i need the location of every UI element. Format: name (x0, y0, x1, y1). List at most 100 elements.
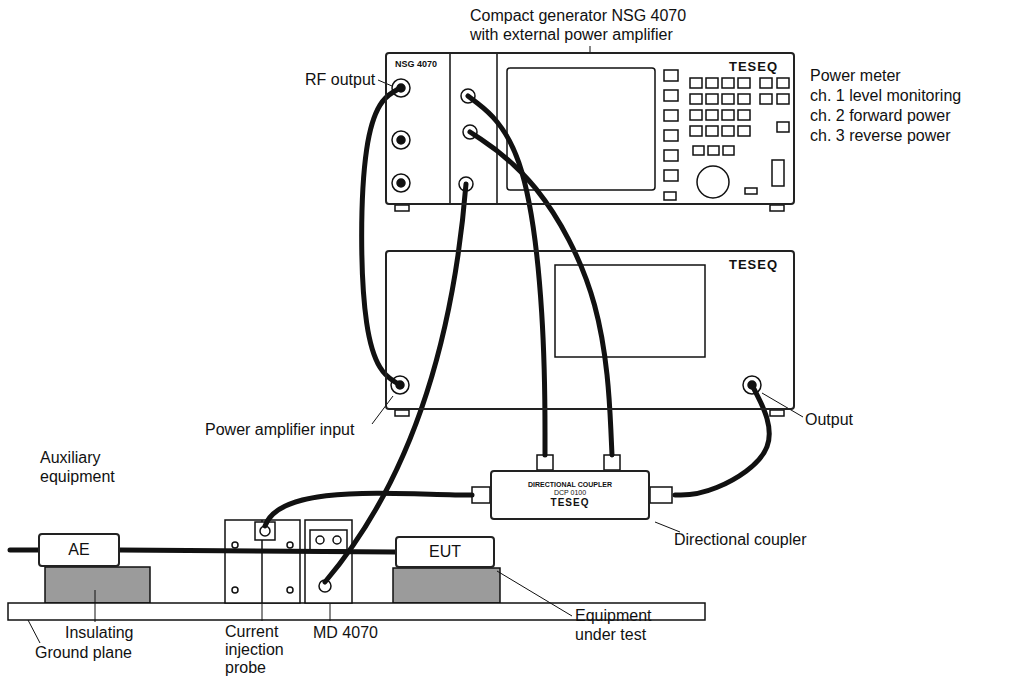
soft-key (664, 150, 678, 161)
directional-coupler: DIRECTIONAL COUPLERDCP 0100TESEQ (490, 470, 650, 520)
leader-line (762, 393, 803, 417)
leader-line (655, 522, 680, 532)
callout-label: Power amplifier input (205, 420, 354, 439)
panel-divider (449, 52, 451, 205)
box-label: EUT (429, 543, 461, 561)
cable (10, 548, 38, 553)
leader-line (262, 604, 263, 621)
eut-box: EUT (395, 536, 495, 568)
keypad-key (690, 78, 702, 88)
device-title: DIRECTIONAL COUPLER (528, 481, 612, 489)
rotary-knob (697, 166, 729, 198)
callout-label: Current injection probe (225, 623, 305, 677)
coupler-connector (472, 487, 490, 503)
callout-label: Output (805, 410, 853, 429)
jack (397, 136, 405, 144)
jack (397, 179, 405, 187)
box-label: AE (68, 541, 89, 559)
monitoring-screw (333, 536, 341, 544)
probe-screw (287, 542, 293, 548)
usb-port (745, 188, 757, 194)
monitoring-screw (316, 536, 324, 544)
probe-screw (232, 542, 238, 548)
signal-generator: NSG 4070 TESEQ (385, 52, 795, 205)
function-key (723, 146, 734, 155)
channel-note: ch. 3 reverse power (810, 126, 951, 145)
brand-logo: TESEQ (729, 258, 778, 273)
channel-note: ch. 2 forward power (810, 106, 951, 125)
coupler-connector (650, 487, 672, 503)
display-screen (555, 265, 705, 357)
device-foot (395, 205, 409, 211)
cable-connector (120, 550, 395, 552)
keypad-key (690, 126, 702, 136)
keypad-key (706, 94, 718, 104)
keypad-key (738, 94, 750, 104)
callout-label: Ground plane (35, 643, 132, 662)
callout-label: RF output (305, 70, 375, 89)
display-screen (507, 68, 655, 190)
keypad-key (722, 110, 734, 120)
soft-key (664, 170, 678, 181)
probe-screw (232, 587, 238, 593)
model-name: DCP 0100 (554, 489, 586, 497)
function-key (708, 146, 719, 155)
keypad-key (722, 126, 734, 136)
cable-connector (362, 88, 400, 385)
brand-logo: TESEQ (551, 497, 590, 509)
function-key (760, 94, 772, 104)
title-callout: Compact generator NSG 4070 with external… (470, 6, 710, 44)
callout-label: MD 4070 (313, 623, 378, 642)
soft-key (664, 70, 678, 81)
insulating-support (393, 568, 500, 603)
model-name: NSG 4070 (395, 59, 437, 69)
jack (392, 131, 410, 149)
keypad-key (738, 78, 750, 88)
power-amplifier: TESEQ (385, 250, 795, 410)
device-foot (395, 410, 409, 416)
leader-line (95, 590, 96, 622)
function-key (777, 78, 789, 88)
keypad-key (690, 110, 702, 120)
power-switch (772, 160, 784, 186)
leader-line (497, 571, 572, 616)
channel-note: ch. 1 level monitoring (810, 86, 961, 105)
monitoring-clamp (310, 530, 347, 550)
function-key (777, 94, 789, 104)
soft-key (664, 110, 678, 121)
cable-connector (468, 96, 545, 455)
brand-logo: TESEQ (729, 60, 778, 75)
soft-key (664, 90, 678, 101)
keypad-key (706, 126, 718, 136)
device-foot (770, 410, 784, 416)
function-key (777, 122, 789, 132)
jack (392, 174, 410, 192)
insulating-support (45, 567, 150, 603)
auxiliary-box: AE (38, 533, 120, 567)
function-key (664, 192, 676, 200)
keypad-key (690, 94, 702, 104)
probe-screw (287, 587, 293, 593)
leader-line (28, 620, 40, 643)
function-key (693, 146, 704, 155)
callout-label: Insulating (65, 623, 134, 642)
keypad-key (722, 78, 734, 88)
cable-connector (675, 385, 769, 495)
keypad-key (722, 94, 734, 104)
function-key (760, 78, 772, 88)
monitoring-device (305, 520, 352, 603)
keypad-key (738, 110, 750, 120)
legend-heading: Power meter (810, 66, 901, 85)
leader-line (372, 396, 393, 424)
panel-divider (496, 52, 498, 205)
cable-connector (470, 132, 612, 455)
device-foot (770, 205, 784, 211)
current-injection-probe (225, 520, 300, 603)
keypad-key (706, 110, 718, 120)
keypad-key (706, 78, 718, 88)
soft-key (664, 130, 678, 141)
leader-line (330, 604, 331, 621)
callout-label: Equipment under test (575, 606, 675, 644)
keypad-key (738, 126, 750, 136)
